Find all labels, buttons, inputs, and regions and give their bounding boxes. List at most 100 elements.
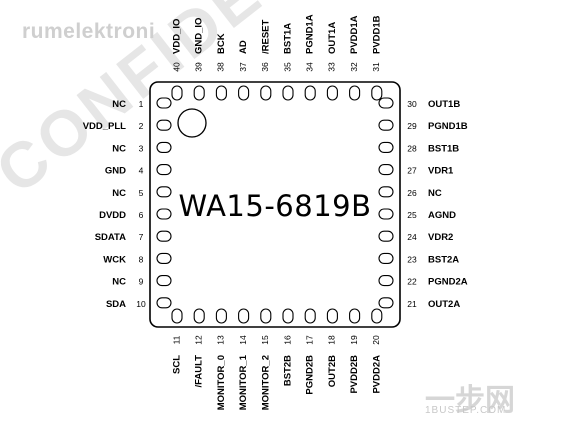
pin-label-26: NC: [428, 188, 442, 199]
pin-label-21: OUT2A: [428, 299, 460, 310]
pin-label-9: NC: [112, 277, 126, 288]
pin-label-31: PVDD1B: [371, 15, 382, 54]
pin-number-35: 35: [282, 62, 292, 72]
pin-pad-32: [349, 85, 361, 101]
pin-label-3: NC: [112, 143, 126, 154]
pin-number-16: 16: [282, 335, 292, 345]
pins-left-group: 1NC2VDD_PLL3NC4GND5NC6DVDD7SDATA8WCK9NC1…: [83, 97, 172, 310]
pin-number-39: 39: [193, 62, 203, 72]
pin-pad-38: [215, 85, 227, 101]
pin-label-33: OUT1A: [327, 22, 338, 54]
pin-label-39: GND_IO: [194, 18, 205, 54]
pin-number-36: 36: [260, 62, 270, 72]
pin-number-32: 32: [349, 62, 359, 72]
pin-pad-24: [378, 230, 394, 242]
pin-pad-33: [326, 85, 338, 101]
pin-pad-6: [156, 208, 172, 220]
pin-pad-35: [282, 85, 294, 101]
pin-label-5: NC: [112, 188, 126, 199]
pin-pad-13: [215, 308, 227, 324]
pin-pad-4: [156, 164, 172, 176]
pin-label-29: PGND1B: [428, 121, 468, 132]
pin-pad-23: [378, 252, 394, 264]
pin-number-27: 27: [407, 166, 417, 176]
pin-number-37: 37: [238, 62, 248, 72]
pin-pad-34: [304, 85, 316, 101]
pin-number-14: 14: [238, 335, 248, 345]
pin-number-3: 3: [139, 143, 144, 153]
pin-pad-17: [304, 308, 316, 324]
pin-pad-12: [193, 308, 205, 324]
pin-pad-21: [378, 297, 394, 309]
pin-label-10: SDA: [106, 299, 126, 310]
pin-label-11: SCL: [172, 355, 183, 374]
pin-label-15: MONITOR_2: [260, 355, 271, 410]
pin-pad-25: [378, 208, 394, 220]
pin-pad-39: [193, 85, 205, 101]
pin-label-30: OUT1B: [428, 99, 460, 110]
pin-label-38: BCK: [216, 33, 227, 54]
pin-label-22: PGND2A: [428, 277, 468, 288]
pin-pad-37: [238, 85, 250, 101]
pin-label-32: PVDD1A: [349, 15, 360, 54]
pin-number-23: 23: [407, 254, 417, 264]
pin-pad-40: [171, 85, 183, 101]
pin-number-10: 10: [136, 299, 146, 309]
chip-part-number: WA15-6819B: [179, 189, 372, 223]
pin-pad-18: [326, 308, 338, 324]
pin-pad-31: [371, 85, 383, 101]
pin-label-17: PGND2B: [305, 355, 316, 395]
pin-label-40: VDD_IO: [172, 19, 183, 54]
pin-pad-19: [349, 308, 361, 324]
pin-label-25: AGND: [428, 210, 456, 221]
pin1-marker: [177, 108, 207, 138]
pin-pad-16: [282, 308, 294, 324]
pin-pad-9: [156, 275, 172, 287]
pin-pad-15: [260, 308, 272, 324]
pin-label-4: GND: [105, 166, 126, 177]
pin-number-12: 12: [193, 335, 203, 345]
watermark-site-url: 1BUSTEP.COM: [425, 405, 507, 416]
pin-number-31: 31: [371, 62, 381, 72]
pin-label-2: VDD_PLL: [83, 121, 126, 132]
pin-label-36: /RESET: [260, 19, 271, 54]
pin-number-6: 6: [139, 210, 144, 220]
pin-label-6: DVDD: [99, 210, 126, 221]
pin-pad-8: [156, 252, 172, 264]
pin-number-9: 9: [139, 277, 144, 287]
pin-number-40: 40: [171, 62, 181, 72]
pin-label-14: MONITOR_1: [238, 354, 249, 410]
pin-label-35: BST1A: [283, 23, 294, 54]
pin-number-4: 4: [139, 166, 144, 176]
pin-number-15: 15: [260, 335, 270, 345]
pin-pad-2: [156, 119, 172, 131]
pin-label-24: VDR2: [428, 232, 453, 243]
pin-number-24: 24: [407, 232, 417, 242]
pin-pad-10: [156, 297, 172, 309]
pin-pad-22: [378, 275, 394, 287]
pin-number-7: 7: [139, 232, 144, 242]
pin-number-34: 34: [304, 62, 314, 72]
pin-pad-27: [378, 164, 394, 176]
pin-number-11: 11: [171, 335, 181, 344]
pin-number-18: 18: [327, 335, 337, 345]
pins-top-group: 40VDD_IO39GND_IO38BCK37AD36/RESET35BST1A…: [171, 14, 383, 101]
pin-label-34: PGND1A: [305, 14, 316, 54]
pin-number-29: 29: [407, 121, 417, 131]
pin-pad-1: [156, 97, 172, 109]
pin-number-22: 22: [407, 277, 417, 287]
pin-label-19: PVDD2B: [349, 355, 360, 394]
pin-label-23: BST2A: [428, 254, 459, 265]
pin-pad-36: [260, 85, 272, 101]
watermark-site-logo: 一步网: [425, 384, 515, 417]
pin-number-33: 33: [327, 62, 337, 72]
pin-label-16: BST2B: [283, 355, 294, 386]
pin-number-38: 38: [216, 62, 226, 72]
pin-number-1: 1: [139, 99, 144, 109]
pin-pad-5: [156, 186, 172, 198]
pin-number-28: 28: [407, 143, 417, 153]
pin-number-5: 5: [139, 188, 144, 198]
pin-pad-11: [171, 308, 183, 324]
